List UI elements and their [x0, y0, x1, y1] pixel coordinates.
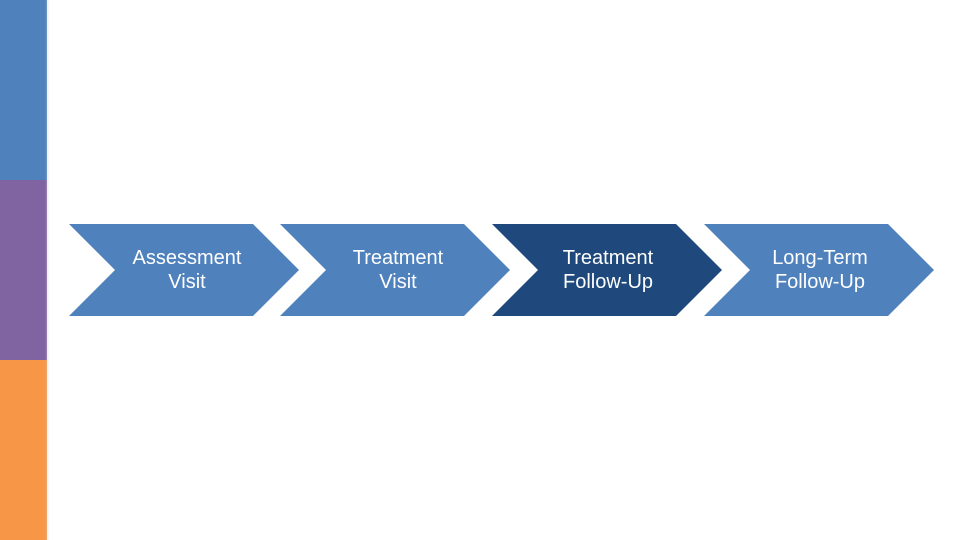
chevron-step-2-label: Treatment Visit — [352, 247, 444, 293]
chevron-step-4-label: Long-Term Follow-Up — [772, 247, 868, 293]
side-bar-edge-shadow — [45, 0, 50, 540]
side-bar-purple-segment — [0, 180, 47, 360]
chevron-step-1-label: Assessment Visit — [132, 247, 242, 293]
chevron-step-1-shape — [69, 224, 299, 316]
chevron-step-3-shape — [492, 224, 722, 316]
side-bar-orange-segment — [0, 360, 47, 540]
chevron-step-4-shape — [704, 224, 934, 316]
chevron-step-2-shape — [280, 224, 510, 316]
side-bar-blue-segment — [0, 0, 47, 180]
side-color-bar — [0, 0, 47, 540]
chevron-step-3-label: Treatment Follow-Up — [562, 247, 654, 293]
